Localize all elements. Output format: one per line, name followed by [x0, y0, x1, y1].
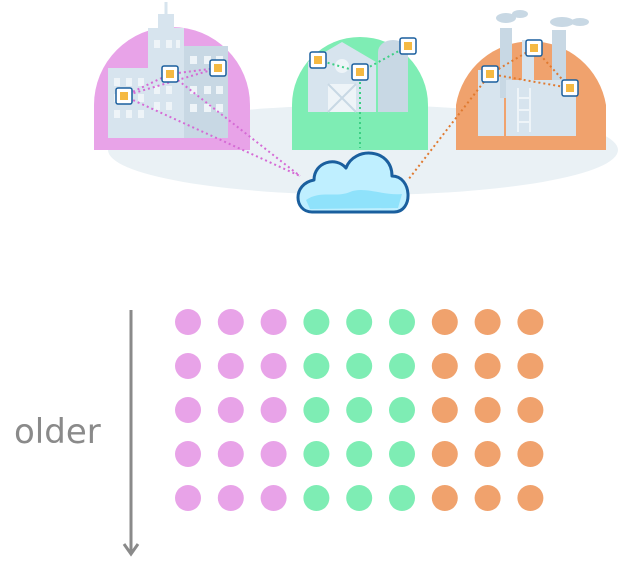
- data-dot-city: [217, 441, 244, 467]
- data-dot-city: [260, 353, 287, 379]
- data-dot-farm: [346, 353, 373, 379]
- data-dot-city: [175, 441, 201, 467]
- data-dot-city: [175, 485, 201, 511]
- data-dot-city: [217, 309, 244, 335]
- data-dot-factory: [517, 353, 544, 379]
- data-dot-factory: [474, 441, 501, 467]
- data-dot-farm: [303, 353, 330, 379]
- data-dot-factory: [431, 309, 458, 335]
- data-dot-farm: [303, 485, 330, 511]
- data-dot-city: [260, 397, 287, 423]
- data-dot-farm: [389, 485, 415, 511]
- cloud-icon: [296, 151, 410, 214]
- dots-group: [175, 309, 544, 511]
- data-dot-farm: [303, 397, 330, 423]
- data-dot-factory: [431, 397, 458, 423]
- iot-data-sources-illustration: [94, 2, 618, 214]
- older-label: older: [14, 412, 101, 452]
- data-dot-farm: [389, 309, 415, 335]
- data-dot-farm: [389, 441, 415, 467]
- data-dot-farm: [389, 353, 415, 379]
- data-dot-farm: [346, 485, 373, 511]
- data-dot-factory: [474, 353, 501, 379]
- data-dot-factory: [431, 485, 458, 511]
- data-dot-factory: [431, 441, 458, 467]
- data-dot-factory: [474, 397, 501, 423]
- data-dot-farm: [389, 397, 415, 423]
- data-dot-city: [175, 309, 201, 335]
- data-dot-city: [260, 309, 287, 335]
- data-dot-city: [260, 485, 287, 511]
- data-dot-grid: [122, 309, 544, 557]
- data-dot-farm: [346, 309, 373, 335]
- data-dot-city: [260, 441, 287, 467]
- data-dot-city: [217, 397, 244, 423]
- data-dot-farm: [303, 441, 330, 467]
- data-dot-factory: [517, 309, 544, 335]
- sensor-chip-icon: [115, 37, 579, 105]
- data-dot-farm: [303, 309, 330, 335]
- data-dot-city: [217, 485, 244, 511]
- data-dot-factory: [474, 309, 501, 335]
- data-dot-city: [175, 353, 201, 379]
- data-dot-city: [217, 353, 244, 379]
- data-dot-farm: [346, 441, 373, 467]
- data-dot-factory: [517, 485, 544, 511]
- factory-icon: [456, 10, 606, 151]
- data-dot-city: [175, 397, 201, 423]
- time-axis-arrow: [122, 310, 140, 557]
- data-dot-factory: [474, 485, 501, 511]
- data-dot-factory: [431, 353, 458, 379]
- data-dot-farm: [346, 397, 373, 423]
- data-dot-factory: [517, 441, 544, 467]
- data-dot-factory: [517, 397, 544, 423]
- city-buildings-icon: [94, 2, 250, 150]
